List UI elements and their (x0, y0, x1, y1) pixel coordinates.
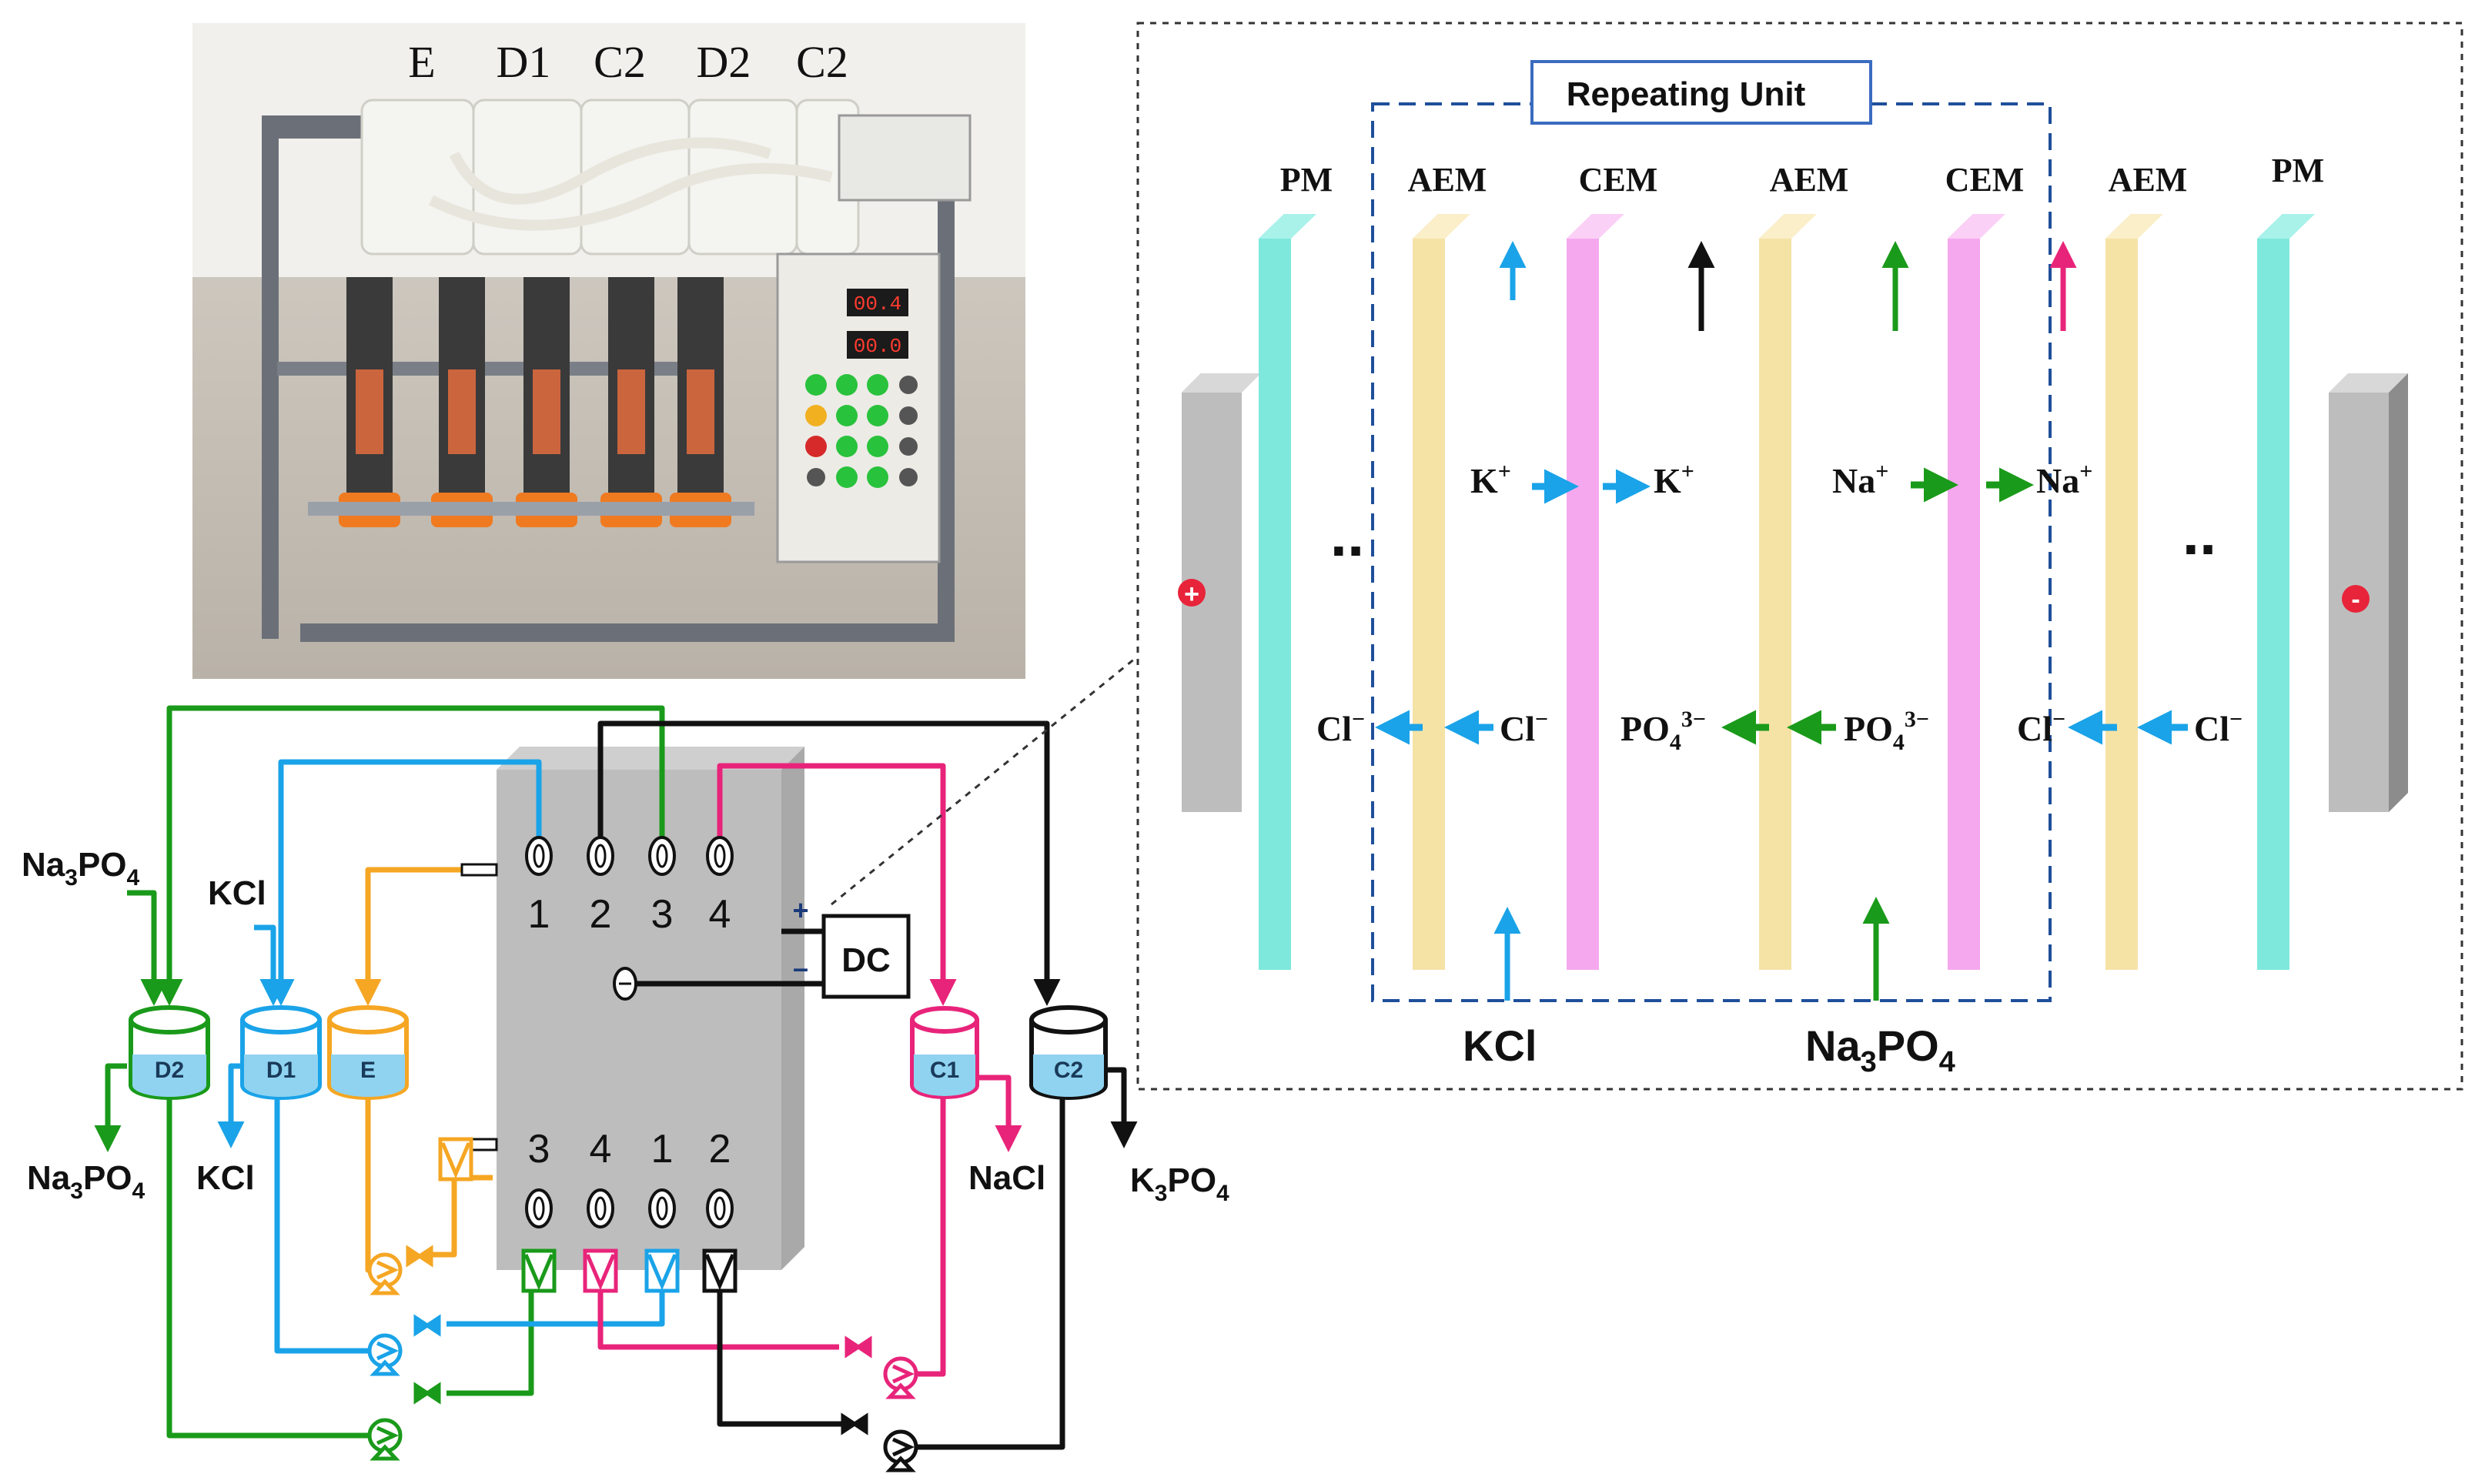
port-top-4: 4 (709, 892, 731, 937)
label-aem-2: AEM (1770, 161, 1849, 199)
pumps-valves (367, 1245, 918, 1472)
label-pm-left: PM (1280, 161, 1333, 199)
label-aem-1: AEM (1408, 161, 1487, 199)
ellipsis-right: .. (2182, 499, 2216, 567)
cathode: - (2329, 373, 2408, 812)
tank-d2: D2 (129, 1005, 210, 1100)
photo-label-d1: D1 (497, 37, 551, 87)
electrode-plus: + (1184, 580, 1199, 609)
ion-po4-right: PO43− (1844, 707, 1929, 755)
label-kcl-out: KCl (196, 1159, 255, 1197)
photo-display-2: 00.0 (854, 335, 901, 358)
label-cem-1: CEM (1579, 161, 1658, 199)
tank-c1: C1 (910, 1006, 979, 1099)
port-top-1: 1 (528, 892, 550, 937)
membrane-pm-left (1259, 214, 1316, 970)
photo-label-e: E (408, 37, 435, 87)
feed-na3po4: Na3PO4 (1805, 1021, 1955, 1078)
port-bottom-2: 2 (709, 1127, 731, 1171)
label-aem-3: AEM (2109, 161, 2188, 199)
membrane-stack-diagram: Repeating Unit + - PM (1136, 22, 2463, 1091)
anode: + (1178, 373, 1261, 812)
ion-k-right: K+ (1654, 459, 1694, 500)
feed-kcl: KCl (1463, 1021, 1537, 1070)
ion-na-right: Na+ (2036, 459, 2092, 500)
photo-label-c2-a: C2 (594, 37, 646, 87)
membranes (1259, 214, 2315, 970)
dc-power-supply (821, 914, 911, 999)
photo-flowmeters (346, 277, 724, 508)
label-nacl-out: NaCl (968, 1159, 1045, 1197)
terminal-minus: – (793, 952, 808, 984)
photo-valves (308, 493, 754, 527)
label-pm-right: PM (2272, 152, 2324, 189)
label-k3po4-out: K3PO4 (1130, 1161, 1229, 1206)
svg-text:C2: C2 (1054, 1058, 1083, 1083)
repeating-unit-label: Repeating Unit (1567, 75, 1806, 113)
label-na3po4-out: Na3PO4 (27, 1159, 145, 1204)
photo-label-d2: D2 (697, 37, 751, 87)
tank-e: E (327, 1005, 409, 1100)
ed-stack-ports (525, 836, 734, 1228)
photo-tanks (360, 99, 860, 256)
zoom-frame (1136, 22, 2463, 1091)
svg-text:C1: C1 (930, 1058, 959, 1083)
ion-cl-3: Cl− (2017, 707, 2065, 748)
port-bottom-3: 3 (528, 1127, 550, 1171)
label-na3po4-in: Na3PO4 (22, 846, 140, 891)
apparatus-photo: 00.4 00.0 E D1 C2 (192, 23, 1025, 679)
port-bottom-4: 4 (590, 1127, 612, 1171)
membrane-aem-2 (1759, 214, 1817, 970)
membrane-aem-3 (2105, 214, 2163, 970)
membrane-pm-right (2257, 214, 2315, 970)
svg-text:D2: D2 (155, 1058, 184, 1083)
membrane-cem-2 (1948, 214, 2005, 970)
label-kcl-in: KCl (208, 874, 266, 912)
photo-label-c2-b: C2 (796, 37, 848, 87)
dc-label: DC (841, 941, 891, 979)
tank-c2: C2 (1029, 1005, 1108, 1100)
ion-cl-2: Cl− (1500, 707, 1548, 748)
ion-cl-1: Cl− (1316, 707, 1365, 748)
terminal-plus: + (792, 894, 808, 926)
tank-d1: D1 (240, 1005, 322, 1100)
port-bottom-1: 1 (651, 1127, 674, 1171)
svg-text:D1: D1 (266, 1058, 296, 1083)
svg-text:E: E (360, 1058, 376, 1083)
ion-po4-left: PO43− (1620, 707, 1706, 755)
flow-schematic: 1 2 3 4 3 4 1 2 DC + – D2 D1 (22, 657, 1229, 1472)
membrane-cem-1 (1567, 214, 1624, 970)
membrane-aem-1 (1413, 214, 1470, 970)
port-top-2: 2 (590, 892, 612, 937)
ion-na-left: Na+ (1832, 459, 1888, 500)
label-cem-2: CEM (1945, 161, 2025, 199)
ion-k-left: K+ (1470, 459, 1511, 500)
port-top-3: 3 (651, 892, 674, 937)
electrode-minus: - (2351, 585, 2360, 614)
photo-tank-labels: E D1 C2 D2 C2 (408, 37, 848, 87)
ellipsis-left: .. (1330, 500, 1364, 569)
repeating-unit-box (1371, 102, 2052, 1002)
ion-cl-4: Cl− (2194, 707, 2243, 748)
photo-buttons (805, 374, 918, 488)
photo-display-1: 00.4 (854, 292, 901, 316)
